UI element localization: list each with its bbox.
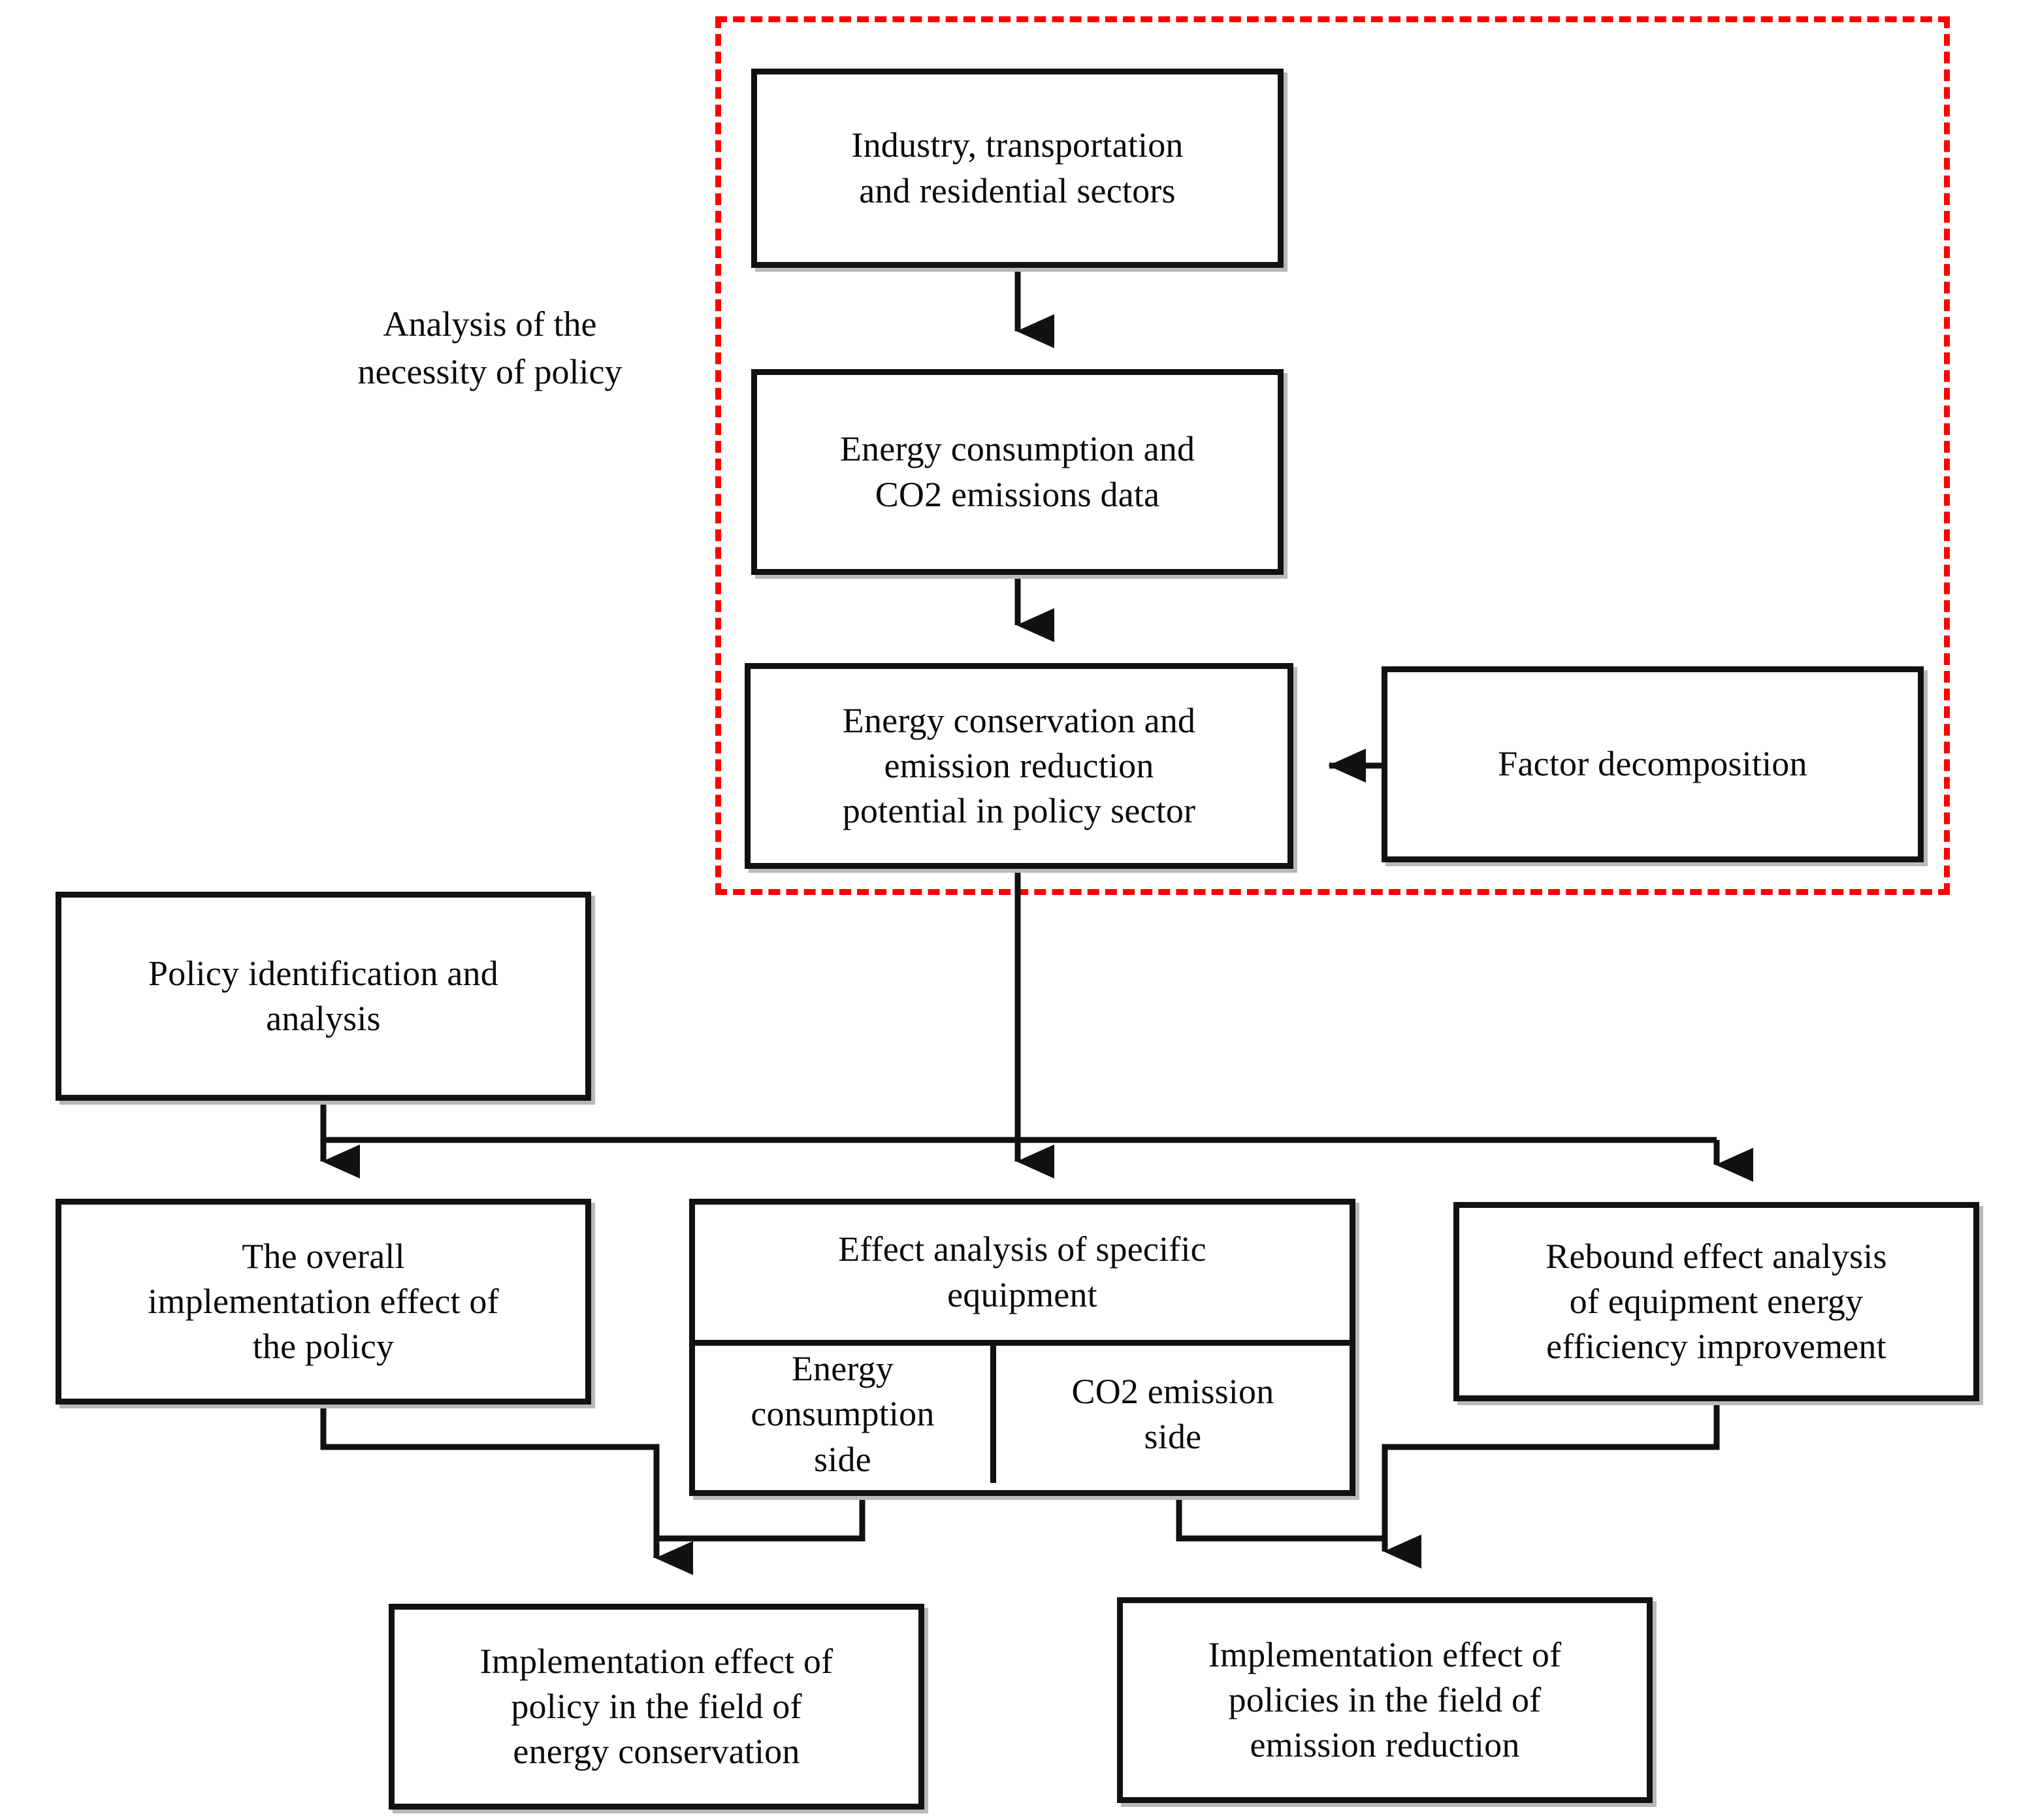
node-energy-data-line2: CO2 emissions data — [875, 474, 1160, 514]
edge-rebound-to-impl-reduction — [1382, 1401, 1720, 1568]
cell-co2-emission-side-line2: side — [1144, 1417, 1202, 1456]
node-impl-energy-conservation-text: Implementation effect of policy in the f… — [471, 1639, 843, 1774]
node-impl-emission-reduction-line2: policies in the field of — [1228, 1680, 1542, 1719]
node-conservation-potential-line2: emission reduction — [884, 745, 1154, 785]
node-rebound-effect-text: Rebound effect analysis of equipment ene… — [1536, 1234, 1896, 1369]
node-conservation-potential-line3: potential in policy sector — [842, 791, 1196, 831]
node-factor-decomposition-text: Factor decomposition — [1498, 744, 1807, 784]
node-conservation-potential-text: Energy conservation and emission reducti… — [833, 698, 1205, 834]
necessity-of-policy-group-box — [715, 16, 1950, 895]
cell-energy-consumption-side[interactable]: Energy consumption side — [695, 1346, 996, 1483]
node-sectors-line1: Industry, transportation — [851, 125, 1184, 165]
cell-energy-consumption-side-line2: consumption — [751, 1394, 935, 1434]
node-rebound-effect-line3: efficiency improvement — [1546, 1327, 1886, 1367]
node-impl-energy-conservation-line3: energy conservation — [513, 1732, 800, 1772]
cell-energy-consumption-side-text: Energy consumption side — [741, 1346, 943, 1482]
node-overall-effect-line3: the policy — [252, 1327, 395, 1367]
node-policy-identification[interactable]: Policy identification and analysis — [56, 892, 591, 1101]
node-overall-effect[interactable]: The overall implementation effect of the… — [56, 1199, 591, 1405]
cell-co2-emission-side-text: CO2 emission side — [1062, 1369, 1283, 1459]
node-energy-data-text: Energy consumption and CO2 emissions dat… — [831, 427, 1204, 517]
analysis-necessity-label: Analysis of the necessity of policy — [274, 301, 705, 396]
node-impl-energy-conservation-line1: Implementation effect of — [479, 1641, 833, 1681]
cell-co2-emission-side[interactable]: CO2 emission side — [996, 1346, 1350, 1483]
node-impl-emission-reduction[interactable]: Implementation effect of policies in the… — [1117, 1597, 1653, 1803]
node-energy-data-line1: Energy consumption and — [839, 429, 1195, 469]
node-rebound-effect[interactable]: Rebound effect analysis of equipment ene… — [1453, 1202, 1979, 1401]
node-equipment-effect-cells: Energy consumption side CO2 emission sid… — [695, 1346, 1350, 1483]
node-factor-decomposition[interactable]: Factor decomposition — [1382, 666, 1924, 862]
edge-energy-side-to-impl-conservation — [656, 1496, 866, 1542]
cell-energy-consumption-side-line1: Energy — [791, 1349, 894, 1389]
node-equipment-effect-head-line1: Effect analysis of specific — [838, 1229, 1206, 1269]
node-impl-emission-reduction-line1: Implementation effect of — [1208, 1634, 1562, 1674]
node-equipment-effect-header-text: Effect analysis of specific equipment — [829, 1227, 1216, 1317]
node-overall-effect-line1: The overall — [242, 1236, 405, 1276]
cell-energy-consumption-side-line3: side — [814, 1439, 871, 1479]
analysis-necessity-label-line2: necessity of policy — [357, 351, 623, 391]
node-policy-identification-line1: Policy identification and — [148, 953, 498, 993]
node-equipment-effect-header: Effect analysis of specific equipment — [695, 1205, 1350, 1346]
node-conservation-potential[interactable]: Energy conservation and emission reducti… — [745, 663, 1293, 869]
node-sectors[interactable]: Industry, transportation and residential… — [751, 69, 1284, 268]
node-impl-emission-reduction-text: Implementation effect of policies in the… — [1199, 1633, 1571, 1768]
node-equipment-effect-head-line2: equipment — [947, 1275, 1097, 1314]
analysis-necessity-label-line1: Analysis of the — [383, 304, 597, 344]
node-equipment-effect[interactable]: Effect analysis of specific equipment En… — [689, 1199, 1355, 1496]
node-energy-data[interactable]: Energy consumption and CO2 emissions dat… — [751, 369, 1284, 575]
node-rebound-effect-line2: of equipment energy — [1569, 1281, 1864, 1321]
cell-co2-emission-side-line1: CO2 emission — [1071, 1371, 1274, 1411]
edge-co2-side-to-impl-reduction — [1176, 1496, 1385, 1542]
node-sectors-line2: and residential sectors — [859, 171, 1176, 210]
node-impl-energy-conservation-line2: policy in the field of — [511, 1686, 802, 1726]
node-policy-identification-line2: analysis — [266, 999, 381, 1038]
node-impl-emission-reduction-line3: emission reduction — [1250, 1725, 1520, 1765]
node-overall-effect-line2: implementation effect of — [148, 1281, 499, 1321]
node-impl-energy-conservation[interactable]: Implementation effect of policy in the f… — [389, 1604, 924, 1810]
node-policy-identification-text: Policy identification and analysis — [139, 951, 508, 1041]
node-sectors-text: Industry, transportation and residential… — [842, 123, 1192, 213]
edge-overall-to-impl-conservation — [320, 1405, 693, 1575]
node-overall-effect-text: The overall implementation effect of the… — [138, 1234, 508, 1369]
node-conservation-potential-line1: Energy conservation and — [842, 700, 1196, 740]
node-rebound-effect-line1: Rebound effect analysis — [1546, 1236, 1887, 1276]
